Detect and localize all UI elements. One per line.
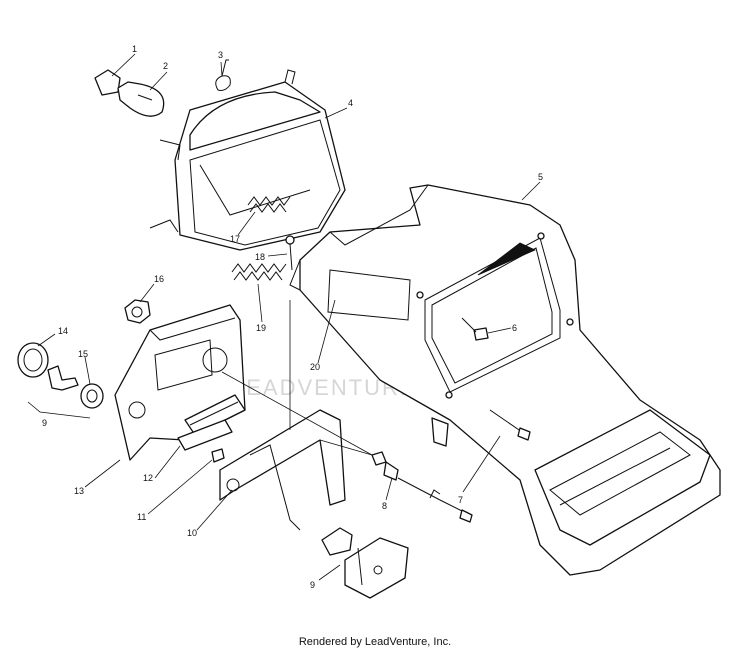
callout-labels: 1 2 3 4 5 6 7 8 9 9 10 11 12 13 14 15 16…: [42, 44, 543, 590]
assembly-line-c: [221, 371, 373, 456]
callout-6: 6: [512, 323, 517, 333]
callout-15: 15: [78, 349, 88, 359]
headlight-housing: [149, 69, 346, 251]
callout-16: 16: [154, 274, 164, 284]
callout-9-left: 9: [42, 418, 47, 428]
switch-9: [321, 527, 409, 599]
callout-1: 1: [132, 44, 137, 54]
bolt-7: [489, 409, 531, 441]
headlight-bulb: [117, 81, 165, 117]
callout-2: 2: [163, 61, 168, 71]
key-ring-14: [17, 342, 49, 378]
callout-9-lower: 9: [310, 580, 315, 590]
bulb-socket: [94, 69, 121, 96]
ignition-switch-15: [80, 383, 104, 409]
callout-leaders: [37, 53, 541, 581]
callout-11: 11: [137, 512, 146, 522]
render-credit: Rendered by LeadVenture, Inc.: [298, 636, 452, 648]
instrument-panel: [114, 304, 246, 461]
screw-18: [285, 235, 295, 271]
callout-3: 3: [218, 50, 223, 60]
spring-17: [247, 196, 291, 213]
callout-12: 12: [143, 473, 153, 483]
assembly-line-b: [319, 439, 373, 456]
callout-19: 19: [256, 323, 266, 333]
callout-8: 8: [382, 501, 387, 511]
callout-17: 17: [230, 234, 240, 244]
switch-8: [371, 451, 473, 523]
callout-7: 7: [458, 495, 463, 505]
bolt-6: [461, 317, 489, 341]
key: [47, 365, 79, 391]
nut-16: [124, 299, 151, 324]
spring-19: [231, 263, 287, 281]
wire-clip: [215, 59, 231, 91]
console-housing: [289, 184, 721, 576]
group-bracket-9: [27, 401, 91, 419]
callout-14: 14: [58, 326, 68, 336]
callout-20: 20: [310, 362, 320, 372]
callout-13: 13: [74, 486, 84, 496]
callout-4: 4: [348, 98, 353, 108]
callout-10: 10: [187, 528, 197, 538]
switch-12: [177, 419, 233, 451]
callout-5: 5: [538, 172, 543, 182]
callout-18: 18: [255, 252, 265, 262]
bracket-10: [219, 409, 346, 531]
parts-diagram: LEADVENTURE: [17, 44, 721, 599]
bolt-11: [211, 448, 225, 463]
